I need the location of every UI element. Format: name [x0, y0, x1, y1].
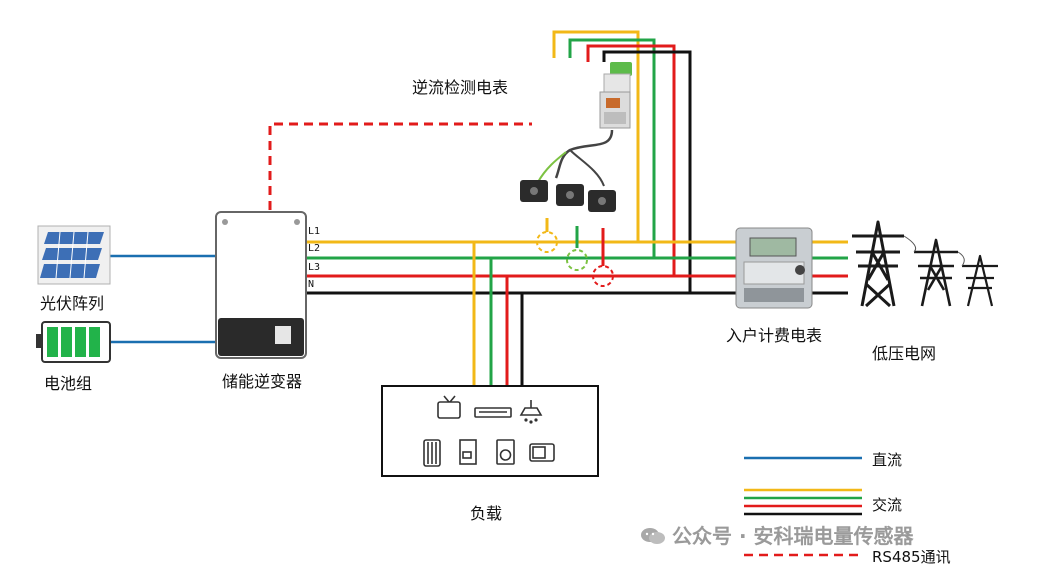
pv-panel-icon: [37, 225, 111, 285]
line-l1-label: L1: [308, 226, 321, 237]
line-l3-label: L3: [308, 262, 321, 273]
battery-icon: [36, 321, 111, 363]
reverse-meter-label: 逆流检测电表: [412, 78, 509, 97]
battery-cell-1: [47, 327, 58, 357]
grid-label: 低压电网: [872, 344, 937, 363]
tower-2: [914, 238, 958, 307]
range-hood-icon: [519, 400, 543, 424]
inverter-display: [275, 326, 291, 344]
washing-machine-icon: [496, 439, 515, 465]
ct-hole-1: [530, 187, 538, 195]
ct-cable-3: [537, 151, 567, 183]
inverter-screw-tl: [222, 219, 228, 225]
legend-rs485-label: RS485通讯: [872, 548, 951, 566]
air-conditioner-icon: [474, 407, 512, 418]
ct-hole-3: [598, 197, 606, 205]
meter-wire-l2: [568, 38, 656, 258]
ct-ring-l1: [536, 231, 558, 253]
legend-ac-label: 交流: [872, 496, 903, 514]
billing-meter-label: 入户计费电表: [726, 326, 823, 345]
ct-sensors: [520, 180, 616, 212]
battery-cell-2: [61, 327, 72, 357]
legend-dc-label: 直流: [872, 451, 903, 469]
tower-cables: [903, 235, 965, 267]
heater-icon: [423, 439, 441, 467]
tv-icon: [437, 395, 461, 419]
reverse-flow-meter: [599, 62, 632, 129]
tower-3: [962, 254, 998, 307]
ct-cable-2: [569, 149, 605, 187]
meter-wire-n: [602, 50, 692, 293]
meter-display: [606, 98, 620, 108]
microwave-icon: [529, 443, 555, 462]
inverter-icon: [215, 211, 307, 359]
battery-cell-4: [89, 327, 100, 357]
meter-wire-l1: [552, 30, 640, 242]
battery-terminal: [36, 334, 42, 348]
billing-meter-icon: [735, 227, 813, 309]
battery-label: 电池组: [44, 374, 93, 393]
rs485-link: [268, 122, 532, 210]
ct-ring-l3: [592, 265, 614, 287]
tower-1: [852, 220, 904, 308]
ct-ring-l2: [566, 249, 588, 271]
load-frame: [381, 385, 599, 477]
pv-cell-grid: [55, 231, 89, 279]
wechat-icon: [641, 528, 665, 544]
load-box: [381, 385, 599, 477]
power-towers-icon: [852, 220, 998, 308]
inverter-label: 储能逆变器: [222, 372, 303, 391]
watermark: 公众号 · 安科瑞电量传感器: [640, 520, 914, 549]
inverter-screw-tr: [294, 219, 300, 225]
load-label: 负载: [470, 504, 503, 523]
ct-hole-2: [566, 191, 574, 199]
coffee-machine-icon: [459, 439, 477, 465]
billing-meter-panel: [743, 261, 805, 285]
meter-terminal-bottom: [604, 112, 626, 124]
watermark-text: 公众号 · 安科瑞电量传感器: [672, 524, 914, 548]
meter-wire-l3: [586, 44, 676, 276]
line-n-label: N: [308, 279, 315, 290]
meter-body-top: [603, 73, 631, 95]
line-l2-label: L2: [308, 243, 321, 254]
billing-meter-terminals: [744, 288, 804, 302]
billing-meter-lcd: [749, 237, 797, 257]
meter-terminal-block: [610, 62, 632, 76]
inverter-bottom-panel: [218, 318, 304, 356]
battery-cell-3: [75, 327, 86, 357]
pv-array-label: 光伏阵列: [40, 294, 105, 313]
billing-meter-dial: [795, 265, 805, 275]
